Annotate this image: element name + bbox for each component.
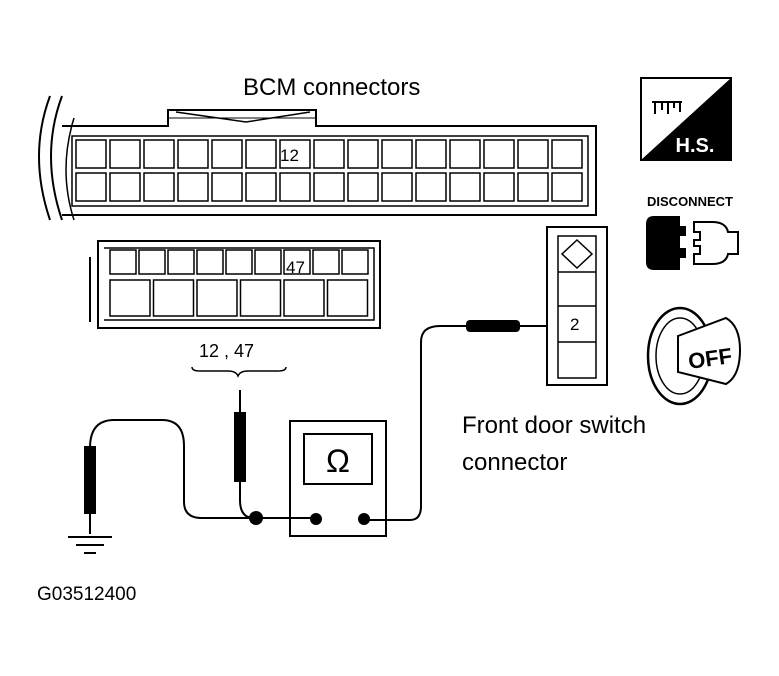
- bcm-probe: [234, 390, 246, 482]
- hs-text: H.S.: [676, 135, 715, 157]
- connector-cavity: [211, 139, 243, 169]
- off-text: OFF: [687, 343, 734, 374]
- connector-cavity: [312, 249, 340, 275]
- connector-cavity: [449, 172, 481, 202]
- connector-cavity: [415, 139, 447, 169]
- ohmmeter: [249, 420, 387, 537]
- bcm-test-pins-label: 12 , 47: [199, 341, 254, 361]
- connector-cavity: [449, 139, 481, 169]
- pin-47-label: 47: [286, 258, 305, 277]
- connector-cavity: [167, 249, 195, 275]
- pin-12-label: 12: [280, 146, 299, 165]
- connector-cavity: [109, 279, 151, 317]
- door-pin-2-label: 2: [570, 315, 579, 334]
- connector-cavity: [143, 139, 175, 169]
- connector-cavity: [109, 172, 141, 202]
- door-probe: [466, 320, 548, 332]
- connector-cavity: [381, 139, 413, 169]
- connector-cavity: [347, 139, 379, 169]
- connector-cavity: [279, 172, 311, 202]
- bcm-lower-connector: [89, 240, 381, 329]
- connector-cavity: [283, 279, 325, 317]
- connector-cavity: [75, 139, 107, 169]
- bcm-upper-connector: [38, 95, 597, 221]
- front-door-switch-title: Front door switch: [462, 412, 646, 439]
- connector-cavity: [483, 172, 515, 202]
- connector-cavity: [347, 172, 379, 202]
- ignition-off-icon: OFF: [646, 306, 742, 406]
- connector-cavity: [415, 172, 447, 202]
- bcm-test-pins-bracket: [191, 366, 287, 379]
- connector-cavity: [517, 172, 549, 202]
- bcm-connectors-title: BCM connectors: [243, 74, 420, 101]
- bcm-upper-cells: [75, 139, 583, 202]
- connector-cavity: [245, 172, 277, 202]
- connector-cavity: [326, 279, 369, 317]
- connector-cavity: [551, 139, 583, 169]
- front-door-connector-title: connector: [462, 449, 567, 476]
- connector-cavity: [381, 172, 413, 202]
- connector-cavity: [152, 279, 195, 317]
- connector-cavity: [254, 249, 282, 275]
- connector-cavity: [279, 139, 311, 169]
- connector-cavity: [245, 139, 277, 169]
- ohm-symbol: Ω: [326, 443, 350, 479]
- figure-code: G03512400: [37, 584, 136, 605]
- connector-cavity: [283, 249, 311, 275]
- connector-cavity: [483, 139, 515, 169]
- connector-cavity: [239, 279, 282, 317]
- disconnect-icon: DISCONNECT: [646, 194, 739, 270]
- test-wires: [89, 325, 546, 521]
- ground-symbol: [68, 536, 112, 554]
- bcm-lower-cells: [109, 249, 369, 317]
- connector-cavity: [551, 172, 583, 202]
- connector-cavity: [225, 249, 253, 275]
- connector-cavity: [109, 139, 141, 169]
- connector-cavity: [177, 172, 209, 202]
- connector-cavity: [143, 172, 175, 202]
- harness-side-icon: H.S.: [640, 77, 732, 161]
- connector-cavity: [75, 172, 107, 202]
- front-door-switch-connector: [546, 226, 608, 386]
- connector-cavity: [517, 139, 549, 169]
- connector-cavity: [138, 249, 166, 275]
- connector-cavity: [341, 249, 369, 275]
- disconnect-text: DISCONNECT: [647, 194, 733, 209]
- connector-cavity: [313, 139, 345, 169]
- connector-cavity: [177, 139, 209, 169]
- connector-cavity: [196, 249, 224, 275]
- connector-cavity: [313, 172, 345, 202]
- connector-cavity: [109, 249, 137, 275]
- ground-probe: [84, 446, 96, 534]
- connector-cavity: [196, 279, 238, 317]
- connector-cavity: [211, 172, 243, 202]
